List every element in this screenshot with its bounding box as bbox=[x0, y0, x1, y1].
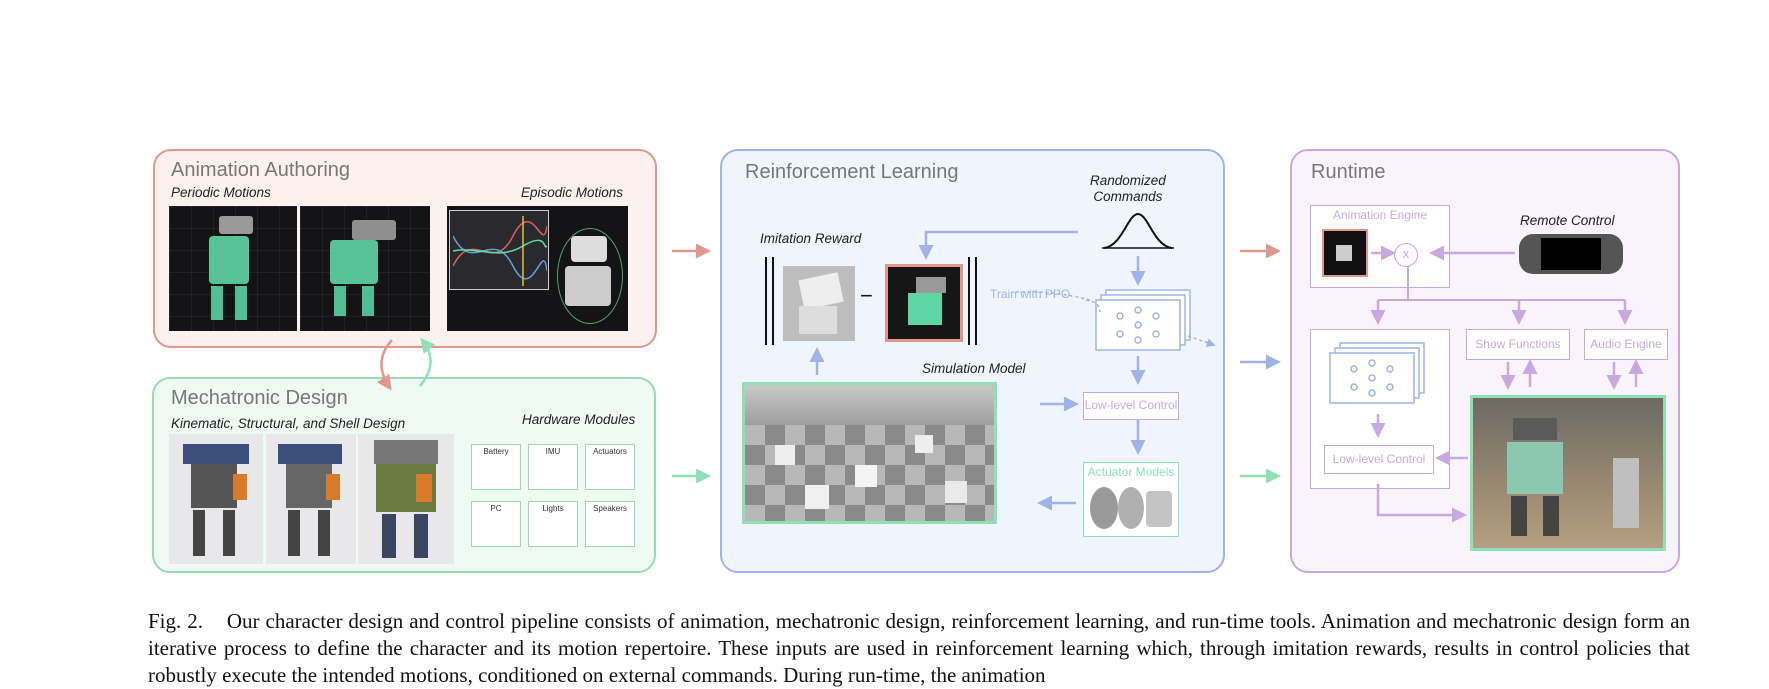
actuator-models-box: Actuator Models bbox=[1083, 462, 1179, 537]
figure-caption: Fig. 2. Our character design and control… bbox=[148, 608, 1690, 689]
show-functions-box: Show Functions bbox=[1466, 329, 1570, 360]
train-with-ppo-label: Train with PPO bbox=[990, 287, 1071, 301]
hardware-module-imu: IMU bbox=[528, 444, 578, 490]
randomized-commands-label: Randomized Commands bbox=[1090, 173, 1166, 204]
simulation-model-label: Simulation Model bbox=[922, 361, 1026, 376]
hardware-module-lights: Lights bbox=[528, 501, 578, 547]
cad-render-kinematic bbox=[169, 434, 263, 564]
mechatronic-design-panel: Mechatronic Design Kinematic, Structural… bbox=[152, 377, 656, 573]
periodic-motion-render-2 bbox=[300, 206, 430, 331]
animation-authoring-panel: Animation Authoring Periodic Motions Epi… bbox=[153, 149, 657, 348]
actuator-models-label: Actuator Models bbox=[1087, 465, 1175, 479]
panel-title: Animation Authoring bbox=[171, 159, 351, 181]
animation-engine-box: Animation Engine x bbox=[1310, 205, 1450, 288]
caption-text: Our character design and control pipelin… bbox=[148, 609, 1691, 687]
episodic-motions-label: Episodic Motions bbox=[521, 185, 624, 200]
simulation-model-render bbox=[742, 382, 997, 524]
periodic-motions-label: Periodic Motions bbox=[171, 185, 271, 200]
gaussian-icon bbox=[1103, 212, 1173, 249]
panel-title: Reinforcement Learning bbox=[745, 161, 959, 183]
figure-label: Fig. 2. bbox=[148, 609, 203, 633]
hardware-module-pc: PC bbox=[471, 501, 521, 547]
hardware-module-battery: Battery bbox=[471, 444, 521, 490]
hardware-module-actuators: Actuators bbox=[585, 444, 635, 490]
hardware-modules-label: Hardware Modules bbox=[522, 412, 636, 427]
mechatronic-subtitle: Kinematic, Structural, and Shell Design bbox=[171, 416, 406, 431]
animation-engine-label: Animation Engine bbox=[1332, 208, 1428, 222]
policy-motion-render bbox=[885, 264, 963, 342]
runtime-robot-photo bbox=[1470, 395, 1666, 551]
runtime-policy-network-icon bbox=[1329, 342, 1425, 404]
periodic-motion-render-1 bbox=[169, 206, 297, 331]
imitation-reward-label: Imitation Reward bbox=[760, 231, 862, 246]
policy-network-icon bbox=[1095, 289, 1191, 351]
audio-engine-box: Audio Engine bbox=[1584, 329, 1668, 360]
runtime-low-level-control-box: Low-level Control bbox=[1324, 445, 1434, 474]
episodic-motion-render bbox=[447, 206, 628, 331]
animation-engine-thumbnail bbox=[1322, 229, 1368, 277]
hardware-module-speakers: Speakers bbox=[585, 501, 635, 547]
low-level-control-box: Low-level Control bbox=[1083, 392, 1179, 420]
remote-control-label: Remote Control bbox=[1520, 213, 1615, 228]
panel-title: Runtime bbox=[1311, 161, 1386, 183]
reference-motion-render bbox=[783, 266, 855, 341]
cad-render-shell bbox=[358, 434, 454, 564]
cad-render-structural bbox=[266, 434, 356, 564]
minus-sign: − bbox=[860, 283, 873, 308]
panel-title: Mechatronic Design bbox=[171, 387, 348, 409]
reinforcement-learning-panel: Reinforcement Learning Imitation Reward … bbox=[720, 149, 1225, 573]
remote-control-device bbox=[1519, 234, 1623, 274]
